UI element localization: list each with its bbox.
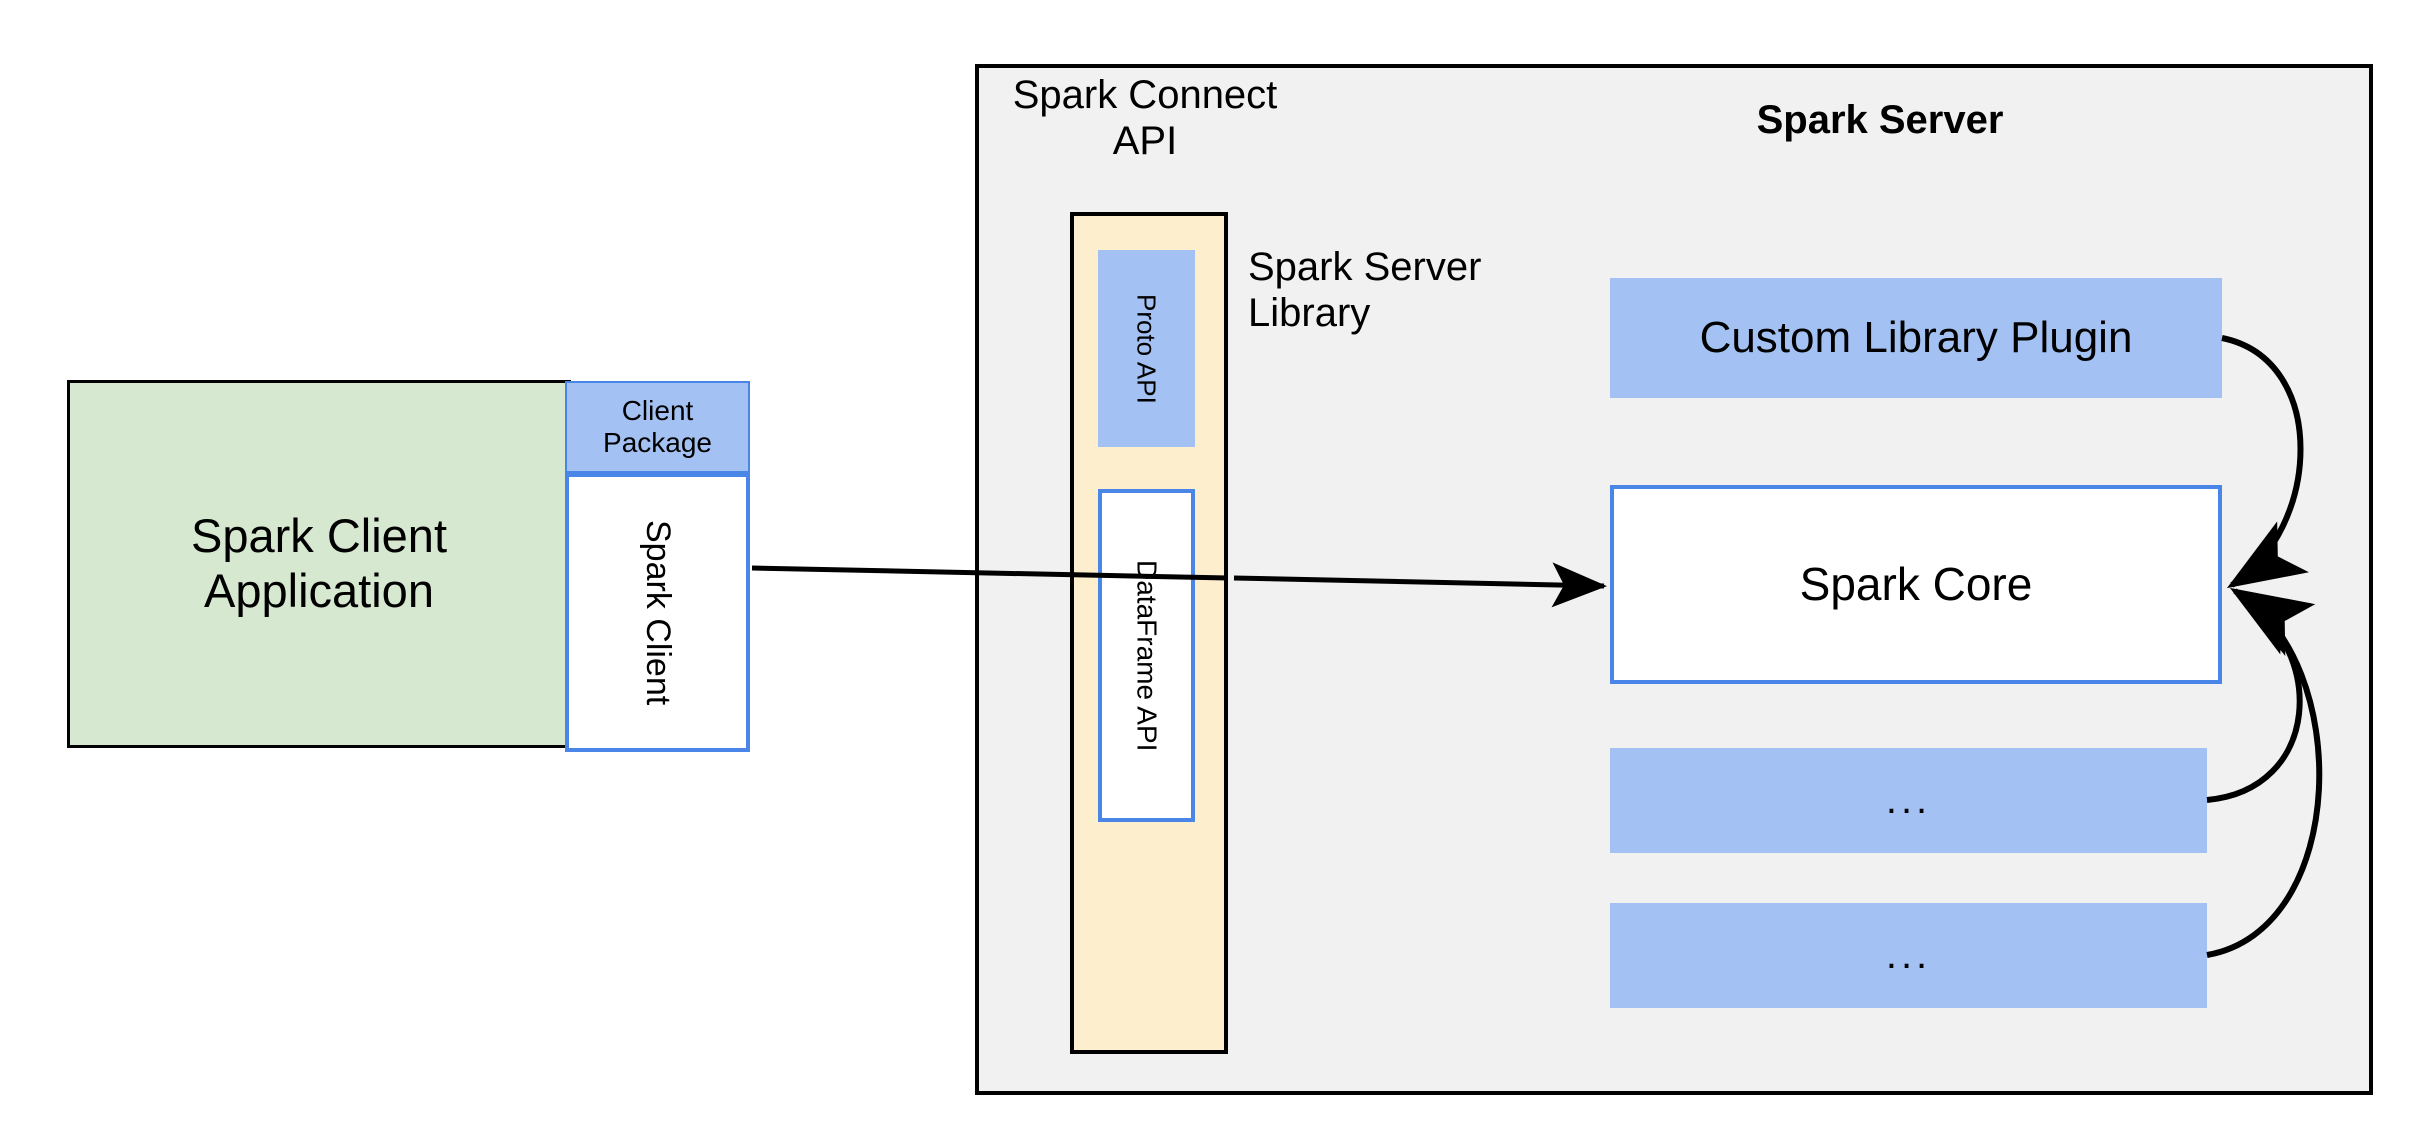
proto-api-box <box>1098 250 1195 447</box>
spark-client-box <box>565 473 750 752</box>
ellipsis-box-2 <box>1610 903 2207 1008</box>
ellipsis-box-1 <box>1610 748 2207 853</box>
dataframe-api-box <box>1098 489 1195 822</box>
custom-library-plugin-box <box>1610 278 2222 398</box>
spark-core-box <box>1610 485 2222 684</box>
client-package-box <box>565 381 750 473</box>
spark-client-application-box <box>67 380 571 748</box>
